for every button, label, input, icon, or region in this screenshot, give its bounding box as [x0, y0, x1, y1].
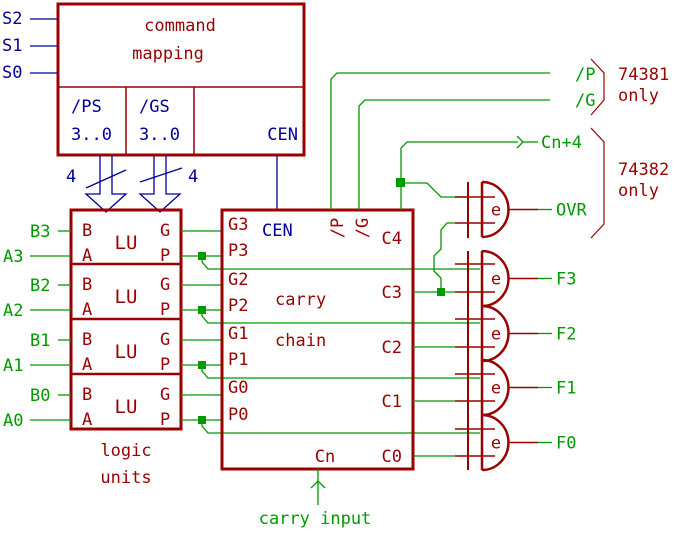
chain-output-pin: C4: [382, 229, 402, 249]
command-mapping-title: command: [144, 16, 216, 36]
lu-name: LU: [115, 396, 138, 418]
lu-pin-a: A: [82, 410, 92, 430]
note-74382-only: only: [618, 181, 659, 201]
input-s1: S1: [2, 36, 22, 56]
xor-gate: e F2: [455, 304, 576, 363]
chain-input-pin: P3: [228, 241, 248, 261]
gs-bus-arrow: 4: [138, 155, 198, 213]
input-b: B0: [30, 386, 50, 406]
chain-output-pin: C3: [382, 283, 402, 303]
lu-pin-a: A: [82, 300, 92, 320]
xor-gate: e F3: [455, 249, 576, 308]
command-mapping-box: [56, 2, 306, 157]
chain-input-pin: G0: [228, 378, 248, 398]
input-a: A1: [3, 356, 23, 376]
carry-input: carry input: [259, 469, 372, 529]
xor-label: e: [491, 270, 501, 290]
lu-name: LU: [115, 286, 138, 308]
chain-g-label: /G: [353, 218, 373, 238]
gs-bus-width: 4: [188, 167, 198, 187]
chain-input-pin: P1: [228, 350, 248, 370]
output-cn4: Cn+4: [541, 133, 582, 153]
lu-pin-p: P: [160, 246, 170, 266]
note-74382: 74382: [618, 160, 669, 180]
logic-units-caption: logic: [100, 441, 151, 461]
lu-name: LU: [115, 232, 138, 254]
xor-output: OVR: [556, 201, 587, 221]
carry-input-label: carry input: [259, 509, 372, 529]
cmd-cen-label: CEN: [267, 125, 298, 145]
chain-output-pin: C2: [382, 338, 402, 358]
command-mapping-block: command mapping /PS 3..0 /GS 3..0 CEN: [56, 2, 306, 157]
gs-label: /GS: [139, 97, 170, 117]
lu-pin-g: G: [160, 330, 170, 350]
cn-label: Cn: [315, 447, 335, 467]
ps-label: /PS: [71, 97, 102, 117]
input-a: A0: [3, 411, 23, 431]
output-p: /P: [575, 65, 595, 85]
lu-pin-b: B: [82, 330, 92, 350]
xor-gate: e OVR: [455, 180, 587, 239]
group-output-wires: /P /G Cn+4: [330, 65, 595, 210]
xor-label: e: [491, 379, 501, 399]
ps-range: 3..0: [71, 125, 112, 145]
logic-units-caption-2: units: [100, 468, 151, 488]
chain-output-pin: C1: [382, 392, 402, 412]
xor-output: F1: [556, 379, 576, 399]
output-g: /G: [575, 91, 595, 111]
select-inputs: S2 S1 S0: [2, 9, 58, 83]
lu-pin-g: G: [160, 385, 170, 405]
input-b: B2: [30, 276, 50, 296]
lu-pin-p: P: [160, 300, 170, 320]
xor-output: F2: [556, 325, 576, 345]
input-s0: S0: [2, 63, 22, 83]
ps-bus-arrow: 4: [66, 155, 128, 213]
logic-units-block: BAGPLUB3A3BAGPLUB2A2BAGPLUB1A1BAGPLUB0A0…: [3, 208, 480, 488]
note-74381: 74381: [618, 65, 669, 85]
xor-gate: e F1: [455, 358, 576, 417]
note-74381-only: only: [618, 86, 659, 106]
lu-name: LU: [115, 341, 138, 363]
chain-input-pin: P0: [228, 405, 248, 425]
carry-chain-block: CEN /P /G carry chain Cn G3P3G2P2G1P1G0P…: [220, 208, 415, 471]
chain-input-pin: P2: [228, 296, 248, 316]
input-s2: S2: [2, 9, 22, 29]
lu-pin-g: G: [160, 221, 170, 241]
carry-chain-label-2: chain: [275, 331, 326, 351]
lu-pin-a: A: [82, 246, 92, 266]
xor-output: F3: [556, 270, 576, 290]
command-mapping-subtitle: mapping: [132, 44, 204, 64]
carry-chain-label: carry: [275, 290, 326, 310]
xor-gate: e F0: [455, 413, 576, 472]
input-a: A2: [3, 301, 23, 321]
lu-pin-b: B: [82, 221, 92, 241]
lu-pin-b: B: [82, 275, 92, 295]
xor-output: F0: [556, 434, 576, 454]
chain-input-pin: G3: [228, 215, 248, 235]
chain-input-pin: G1: [228, 324, 248, 344]
xor-label: e: [491, 434, 501, 454]
lu-pin-a: A: [82, 355, 92, 375]
input-b: B1: [30, 331, 50, 351]
chain-p-label: /P: [328, 218, 348, 238]
variant-notes: 74381 only 74382 only: [590, 58, 669, 239]
lu-pin-p: P: [160, 355, 170, 375]
input-b: B3: [30, 222, 50, 242]
chain-input-pin: G2: [228, 270, 248, 290]
gs-range: 3..0: [139, 125, 180, 145]
xor-label: e: [491, 325, 501, 345]
lu-pin-p: P: [160, 410, 170, 430]
input-a: A3: [3, 247, 23, 267]
lu-pin-g: G: [160, 275, 170, 295]
chain-output-pin: C0: [382, 447, 402, 467]
xor-label: e: [491, 201, 501, 221]
lu-pin-b: B: [82, 385, 92, 405]
chain-cen-label: CEN: [262, 221, 293, 241]
ps-bus-width: 4: [66, 167, 76, 187]
